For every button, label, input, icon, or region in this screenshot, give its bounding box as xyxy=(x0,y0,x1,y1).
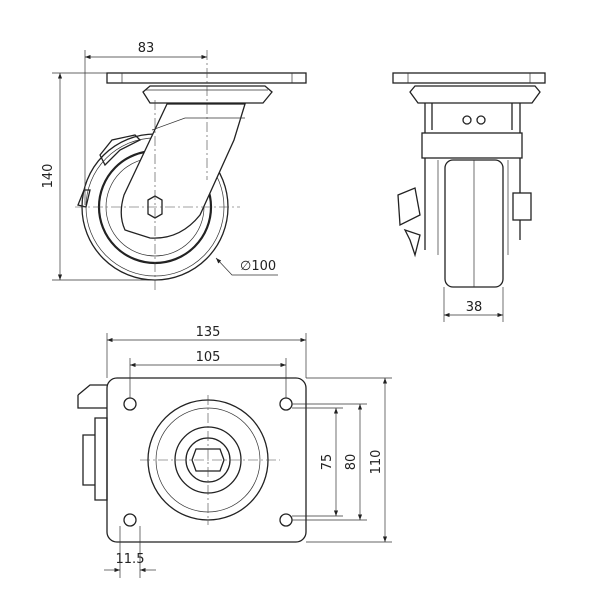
dim-135: 135 xyxy=(196,325,221,340)
dim-80: 80 xyxy=(344,454,359,471)
top-view: 135 105 75 80 110 11.5 xyxy=(77,325,392,578)
dim-105: 105 xyxy=(196,350,221,365)
dim-140: 140 xyxy=(41,164,56,189)
fork xyxy=(120,103,246,239)
dim-38: 38 xyxy=(466,300,483,315)
brake-lever xyxy=(99,134,142,167)
dim-83: 83 xyxy=(138,41,155,56)
dim-75: 75 xyxy=(320,454,335,471)
axle-nut-front xyxy=(512,192,532,221)
top-plate xyxy=(106,72,307,84)
dim-wheel-diameter: ∅100 xyxy=(240,259,276,274)
brake-pedal xyxy=(397,187,421,258)
top-plate-front xyxy=(392,72,546,84)
brake-top xyxy=(77,384,108,501)
side-view: 83 140 ∅100 xyxy=(41,41,307,290)
front-view: 38 xyxy=(392,72,546,322)
swivel-flange xyxy=(142,85,273,104)
brake-bar xyxy=(421,132,523,159)
dim-11-5: 11.5 xyxy=(116,552,145,567)
dim-110: 110 xyxy=(369,450,384,475)
